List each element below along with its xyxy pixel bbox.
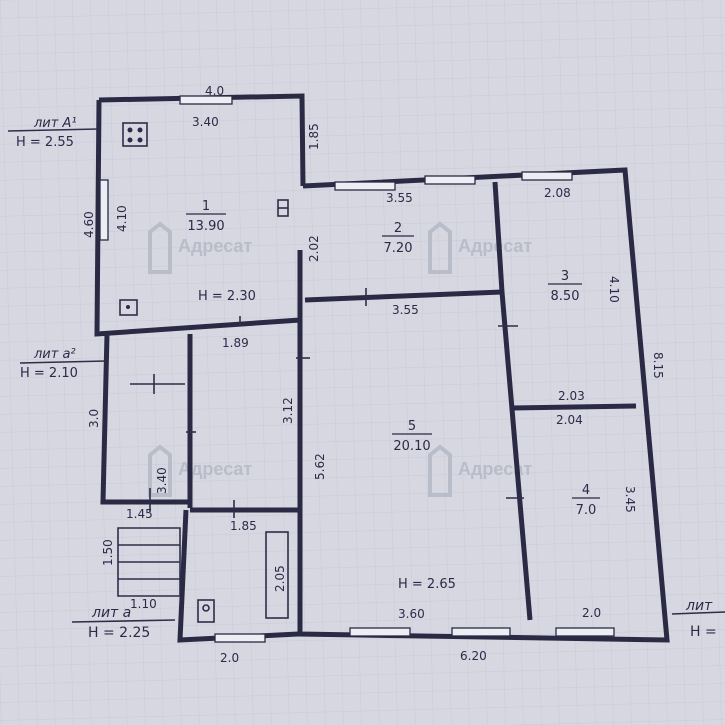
svg-text:3.45: 3.45: [623, 486, 637, 513]
dimension-labels: 4.0 3.40 1.85 4.60 4.10 3.55 2.08 2.02 3…: [82, 84, 665, 665]
svg-text:2.0: 2.0: [220, 651, 239, 665]
svg-text:8.50: 8.50: [551, 289, 580, 304]
door-marks: [130, 288, 524, 518]
svg-text:3.40: 3.40: [192, 115, 219, 129]
lit-a-label: лит а: [91, 605, 131, 621]
svg-text:3.55: 3.55: [392, 303, 419, 317]
sink-icon: [119, 299, 138, 316]
room-1-height: H = 2.30: [198, 289, 256, 304]
svg-text:3: 3: [561, 269, 569, 284]
room-1-label: 1 13.90: [186, 199, 226, 234]
room-4-label: 4 7.0: [572, 483, 600, 518]
wall-room3-room4: [511, 403, 637, 411]
room-5-label: 5 20.10: [392, 419, 432, 454]
svg-text:5.62: 5.62: [313, 453, 327, 480]
svg-text:1.45: 1.45: [126, 507, 153, 521]
svg-text:4.60: 4.60: [82, 211, 96, 238]
svg-text:2.03: 2.03: [558, 389, 585, 403]
svg-text:2.0: 2.0: [582, 606, 601, 620]
svg-text:6.20: 6.20: [460, 649, 487, 663]
svg-text:1: 1: [202, 199, 210, 214]
svg-text:2.04: 2.04: [556, 413, 583, 427]
bath-icon: [265, 531, 289, 619]
svg-text:Адресат: Адресат: [178, 236, 252, 256]
svg-text:5: 5: [408, 419, 416, 434]
lit-right-label: лит: [685, 598, 713, 614]
stove-icon: [122, 122, 148, 147]
svg-text:3.55: 3.55: [386, 191, 413, 205]
entrance-stairs: [117, 527, 181, 597]
svg-text:1.85: 1.85: [230, 519, 257, 533]
svg-text:1.85: 1.85: [307, 123, 321, 150]
svg-text:2.02: 2.02: [307, 235, 321, 262]
lit-a2-height: H = 2.10: [20, 366, 78, 381]
lit-A1-label: лит А¹: [33, 116, 77, 131]
heater-icon: [277, 199, 289, 217]
svg-text:Адресат: Адресат: [178, 459, 252, 479]
svg-text:3.40: 3.40: [155, 467, 169, 494]
svg-text:13.90: 13.90: [187, 219, 224, 234]
svg-text:4.10: 4.10: [115, 205, 129, 232]
svg-text:1.50: 1.50: [101, 539, 115, 566]
room-5-height: H = 2.65: [398, 577, 456, 592]
toilet-icon: [197, 599, 215, 623]
svg-text:3.12: 3.12: [281, 397, 295, 424]
wall-room2-room5: [304, 289, 503, 303]
svg-text:7.0: 7.0: [576, 503, 597, 518]
lit-A1-height: H = 2.55: [16, 135, 74, 150]
svg-text:1.89: 1.89: [222, 336, 249, 350]
room-3-label: 3 8.50: [548, 269, 582, 304]
svg-text:3.60: 3.60: [398, 607, 425, 621]
lit-a-height: H = 2.25: [88, 625, 150, 641]
room-2-label: 2 7.20: [382, 221, 414, 256]
svg-text:3.0: 3.0: [87, 409, 101, 428]
windows: [99, 95, 615, 643]
svg-text:1.10: 1.10: [130, 597, 157, 611]
svg-text:4.0: 4.0: [205, 84, 224, 98]
svg-text:2: 2: [394, 221, 402, 236]
svg-text:2.05: 2.05: [273, 565, 287, 592]
svg-text:4: 4: [582, 483, 590, 498]
wall-room2-room3: [492, 181, 533, 621]
svg-text:7.20: 7.20: [384, 241, 413, 256]
svg-text:20.10: 20.10: [393, 439, 430, 454]
watermark-4: Адресат: [428, 444, 532, 497]
main-house-walls: [297, 167, 670, 643]
lit-a2-label: лит а²: [33, 347, 76, 362]
svg-text:8.15: 8.15: [651, 352, 665, 379]
lit-right-height: H =: [690, 624, 717, 640]
svg-text:4.10: 4.10: [607, 276, 621, 303]
svg-text:Адресат: Адресат: [458, 459, 532, 479]
svg-text:Адресат: Адресат: [458, 236, 532, 256]
label-leader-lines: [7, 128, 725, 623]
watermark-1: Адресат: [148, 221, 252, 274]
annex-a2-walls: [100, 333, 298, 513]
svg-text:2.08: 2.08: [544, 186, 571, 200]
watermark-2: Адресат: [428, 221, 532, 274]
